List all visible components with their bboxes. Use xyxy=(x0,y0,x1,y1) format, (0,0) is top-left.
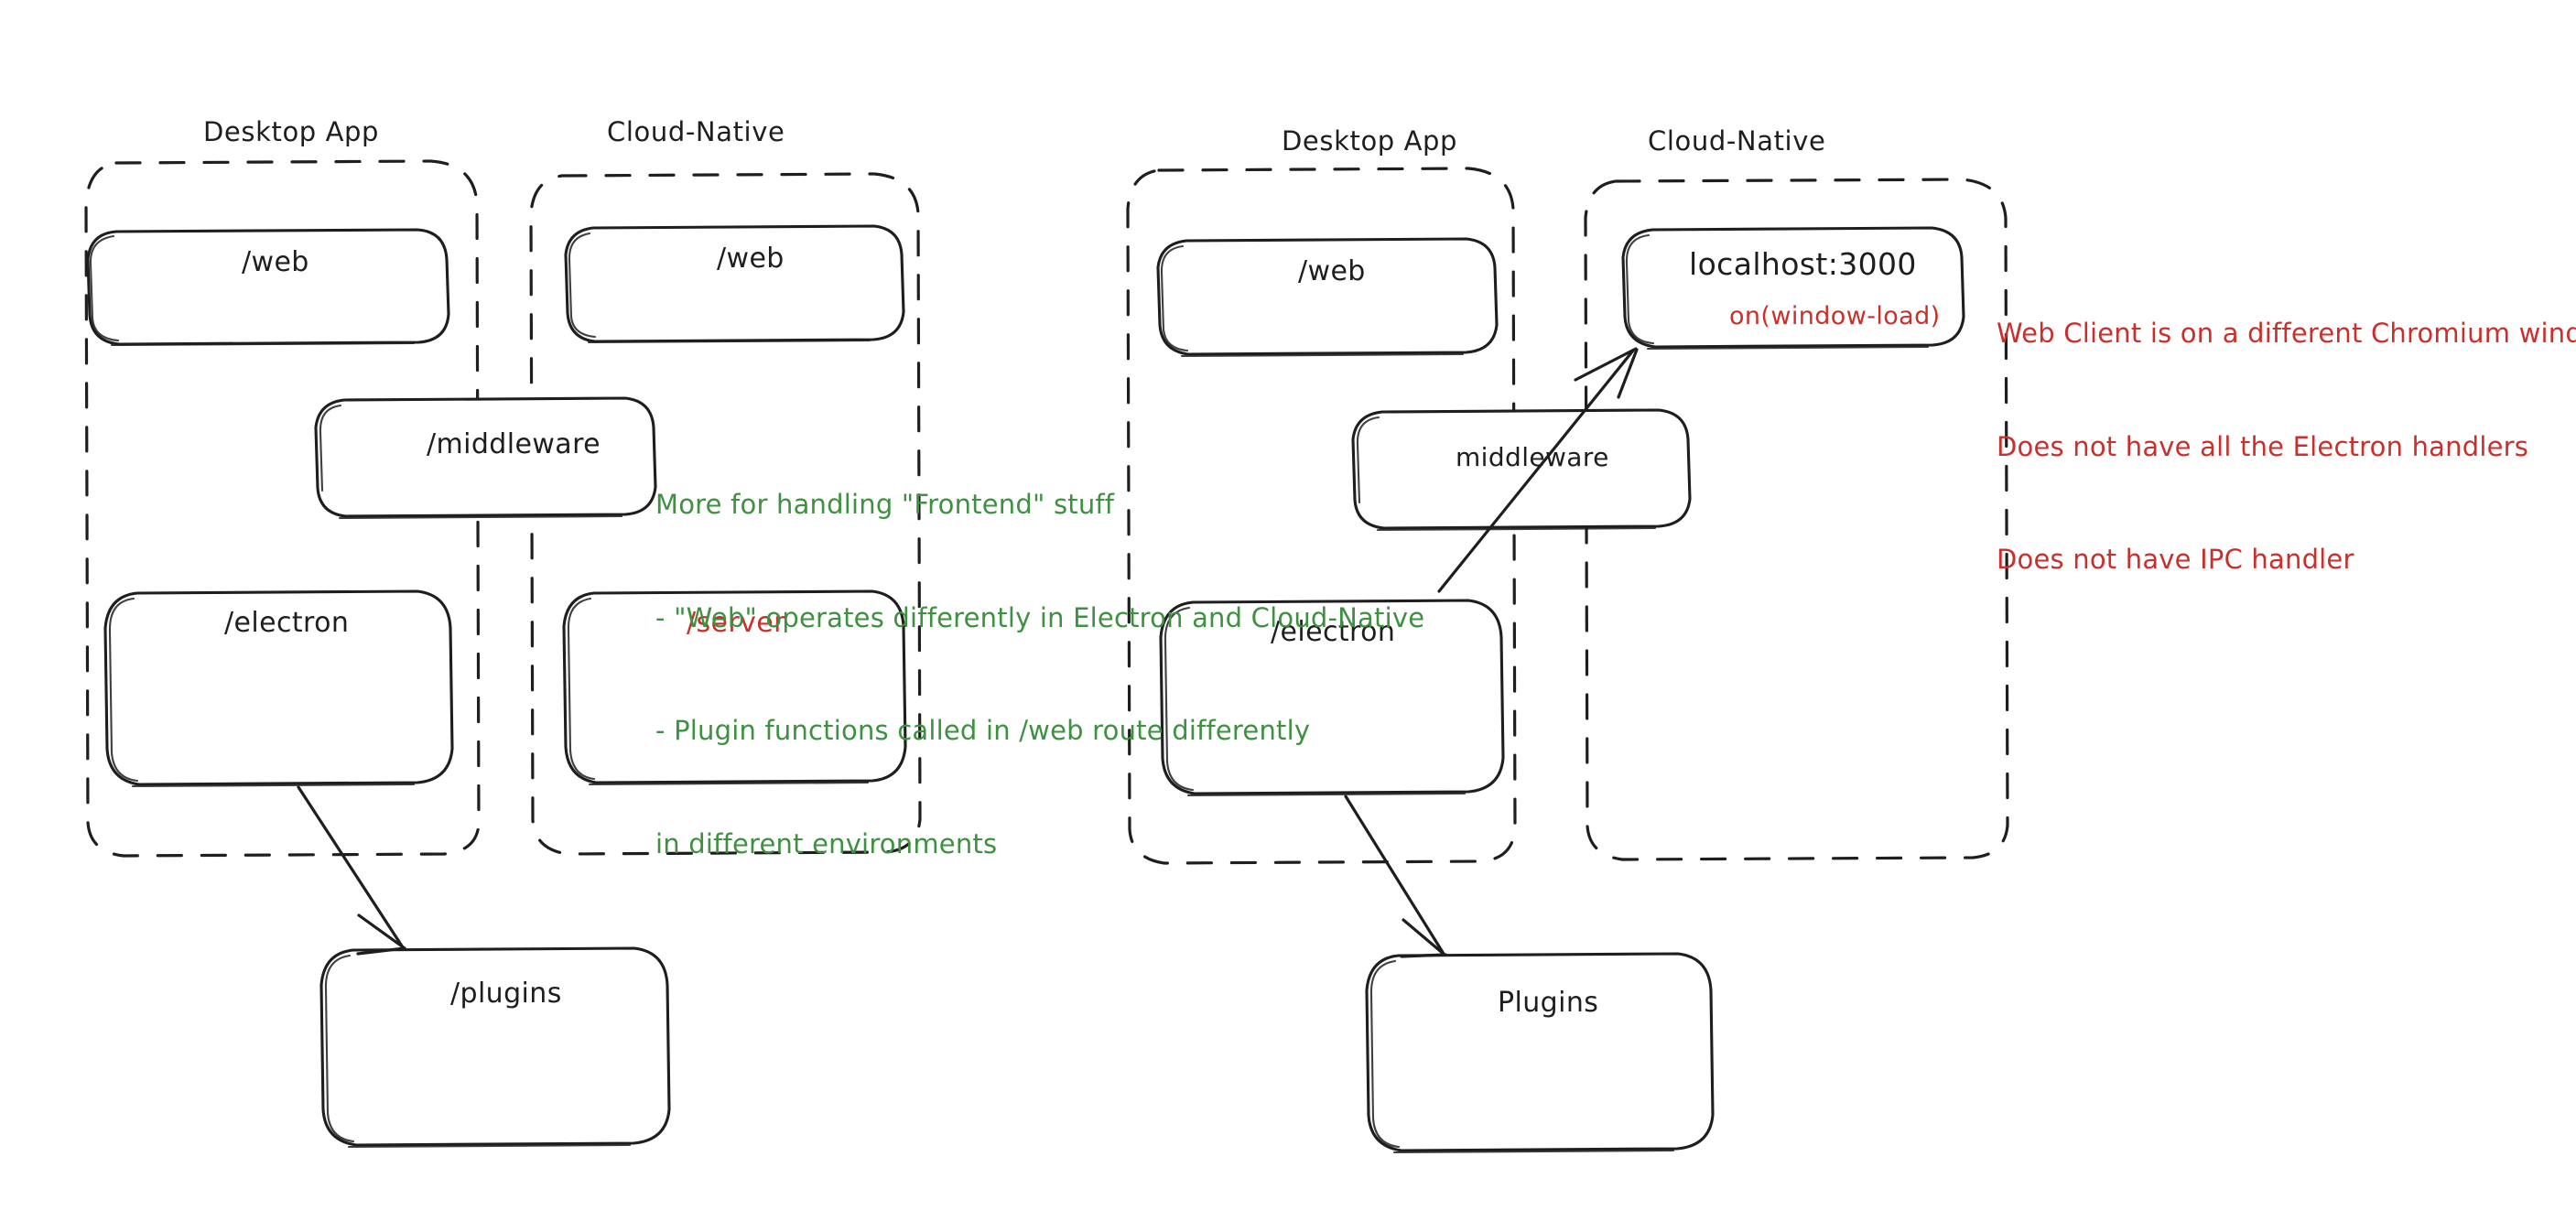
red-annotation-line-3: Does not have IPC handler xyxy=(1997,544,2354,576)
red-annotation-line-2: Does not have all the Electron handlers xyxy=(1997,430,2529,462)
left-middleware-label: /middleware xyxy=(427,428,601,460)
green-annotation-line-2: - "Web" operates differently in Electron… xyxy=(655,601,1425,633)
red-annotation-line-1: Web Client is on a different Chromium wi… xyxy=(1997,318,2576,350)
right-plugins-box xyxy=(1365,952,1715,1154)
left-cloud-native-label: Cloud-Native xyxy=(607,116,785,147)
right-localhost-label: localhost:3000 xyxy=(1689,246,1917,282)
left-web-desktop-label: /web xyxy=(242,246,309,278)
right-localhost-sublabel: on(window-load) xyxy=(1729,302,1941,330)
left-web-cloud-label: /web xyxy=(717,243,785,275)
left-desktop-app-label: Desktop App xyxy=(203,116,380,147)
left-server-label: /server xyxy=(687,607,785,639)
left-electron-to-plugins-arrow xyxy=(297,785,406,956)
green-annotation-line-3: - Plugin functions called in /web route … xyxy=(655,715,1311,747)
right-cloud-native-label: Cloud-Native xyxy=(1648,125,1826,157)
right-desktop-app-label: Desktop App xyxy=(1282,125,1458,157)
right-electron-label: /electron xyxy=(1271,616,1396,648)
green-annotation-line-4: in different environments xyxy=(655,827,998,859)
right-web-desktop-label: /web xyxy=(1298,255,1366,287)
right-middleware-label: middleware xyxy=(1456,442,1609,472)
right-plugins-label: Plugins xyxy=(1498,987,1599,1019)
left-plugins-label: /plugins xyxy=(450,978,562,1010)
left-electron-label: /electron xyxy=(224,607,350,639)
red-annotation: Web Client is on a different Chromium wi… xyxy=(1997,240,2576,654)
green-annotation: More for handling "Frontend" stuff - "We… xyxy=(655,411,1424,938)
green-annotation-line-1: More for handling "Frontend" stuff xyxy=(655,489,1115,521)
